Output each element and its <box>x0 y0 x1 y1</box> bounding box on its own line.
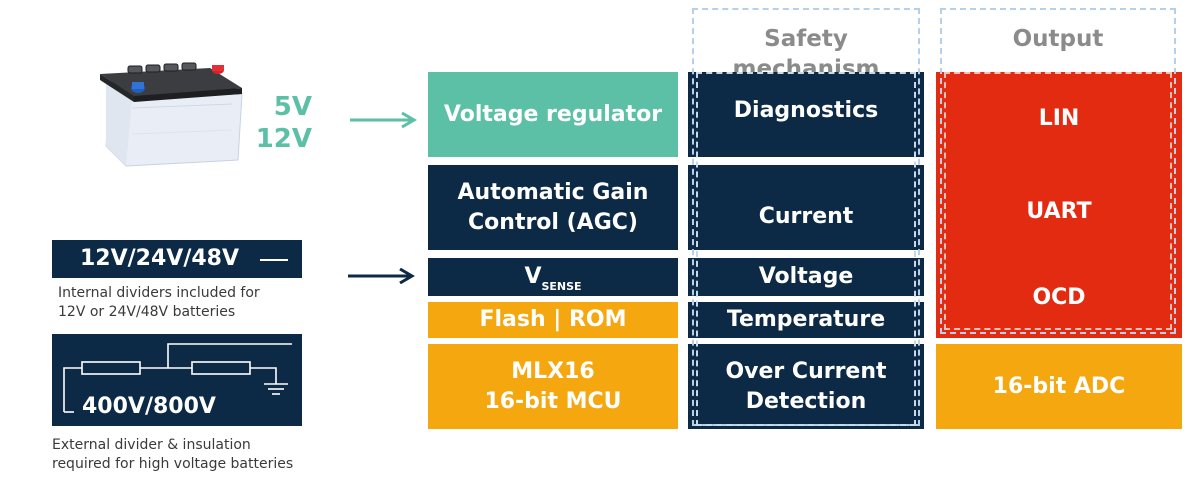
voltage-12v: 12V <box>255 124 312 154</box>
battery-range-box: 12V/24V/48V <box>52 240 302 278</box>
current-block: Current <box>688 165 924 250</box>
diagnostics-block: Diagnostics <box>688 72 924 157</box>
arrow-teal-icon <box>350 112 417 128</box>
internal-dividers-caption: Internal dividers included for 12V or 24… <box>58 285 260 320</box>
ocd-block: OCD <box>936 258 1182 338</box>
output-outline <box>940 8 1176 334</box>
high-voltage-box: 400V/800V <box>52 334 302 426</box>
temperature-block: Temperature <box>688 302 924 338</box>
uart-block: UART <box>936 165 1182 258</box>
flash-rom-block: Flash | ROM <box>428 302 678 338</box>
safety-mechanism-inner-outline <box>696 72 916 426</box>
vsense-sub: SENSE <box>541 280 582 293</box>
vsense-main: V <box>524 264 542 289</box>
agc-block: Automatic Gain Control (AGC) <box>428 165 678 250</box>
mcu-block: MLX16 16-bit MCU <box>428 344 678 429</box>
voltage-block: Voltage <box>688 258 924 296</box>
over-current-detection-block: Over Current Detection <box>688 344 924 429</box>
battery-range-label: 12V/24V/48V <box>80 246 239 271</box>
voltage-5v: 5V <box>273 92 312 122</box>
arrow-navy-icon <box>348 268 415 284</box>
voltage-divider-circuit-icon <box>63 343 292 413</box>
dash-line-icon <box>260 259 288 261</box>
output-inner-outline <box>944 72 1172 330</box>
external-divider-caption: External divider & insulation required f… <box>52 437 294 472</box>
adc-block: 16-bit ADC <box>936 344 1182 429</box>
output-header: Output <box>1012 26 1104 52</box>
high-voltage-label: 400V/800V <box>82 394 216 419</box>
vsense-block: VSENSE <box>428 258 678 296</box>
voltage-regulator-block: Voltage regulator <box>428 72 678 157</box>
car-battery-image <box>100 62 243 167</box>
lin-block: LIN <box>936 72 1182 165</box>
